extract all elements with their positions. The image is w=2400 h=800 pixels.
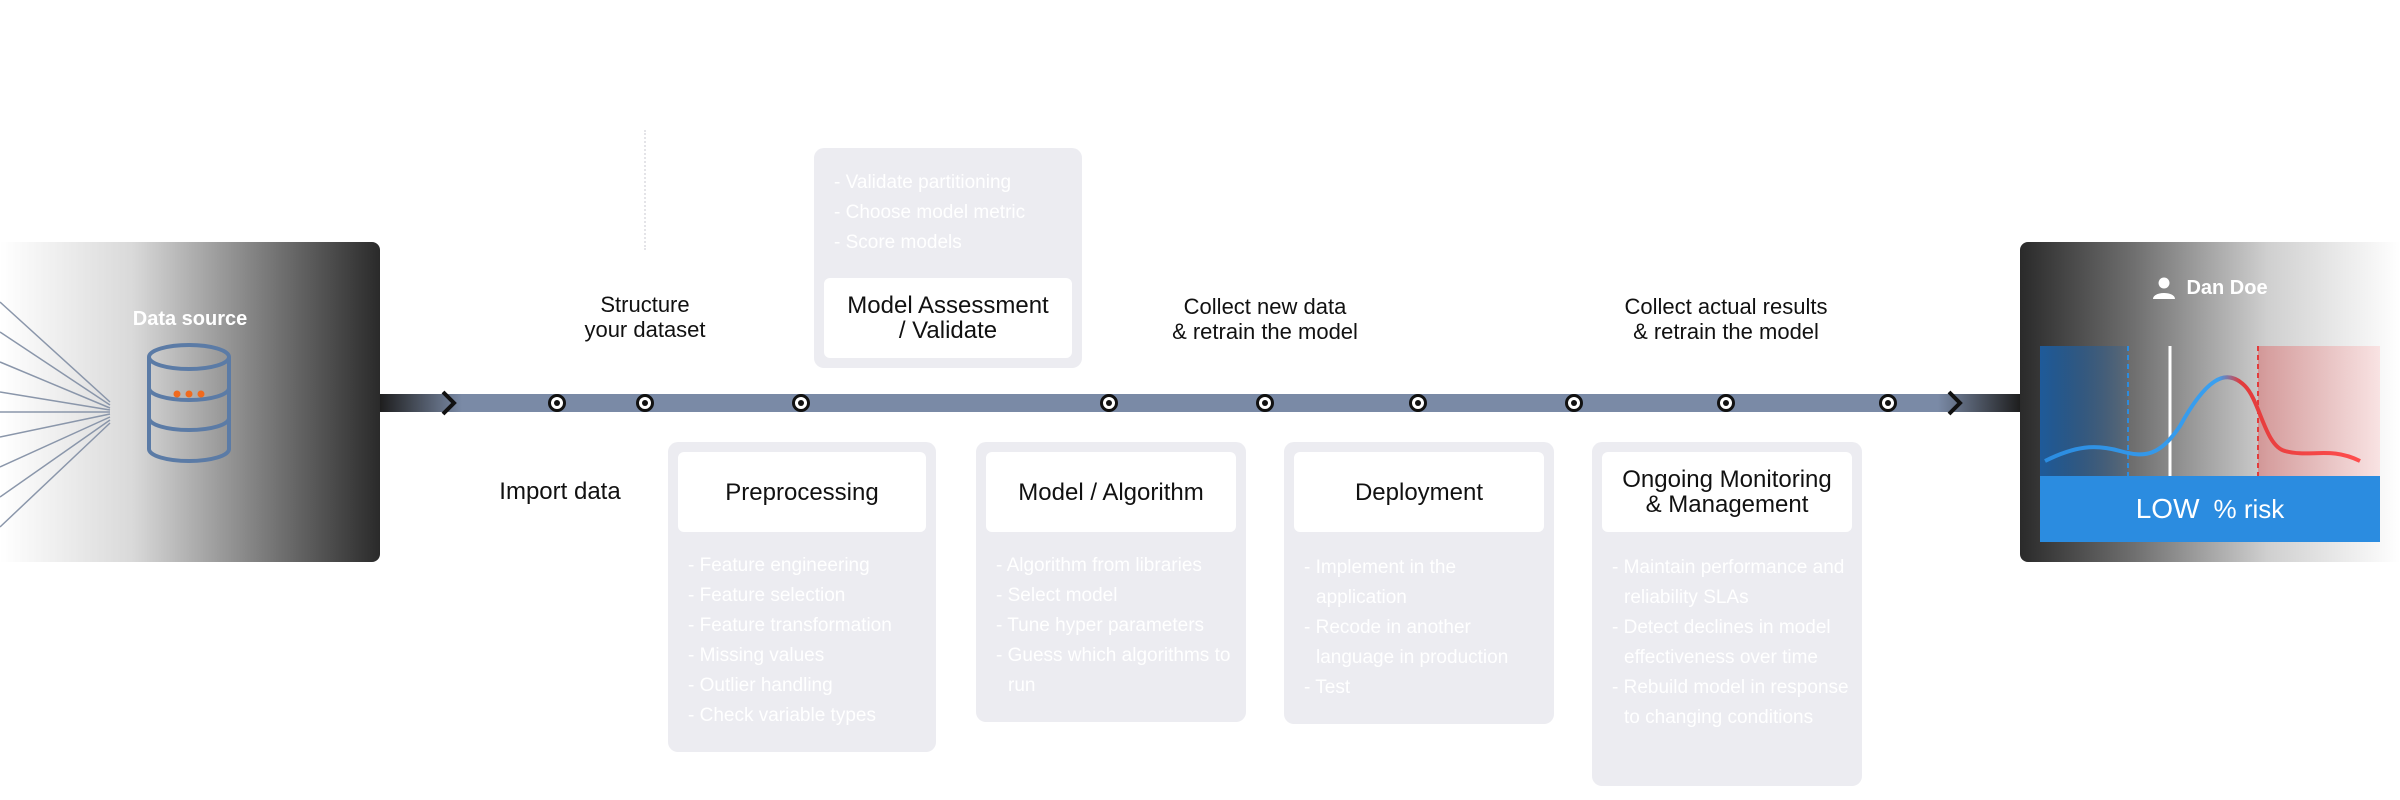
list-item: - Recode in another language in producti… <box>1304 617 1509 668</box>
data-source-panel: Data source <box>0 242 380 562</box>
list-item: - Implement in the application <box>1304 557 1457 608</box>
card-title: Deployment <box>1294 452 1544 532</box>
assessment-list: - Validate partitioning - Choose model m… <box>832 168 1025 258</box>
card-model-assessment: - Validate partitioning - Choose model m… <box>814 148 1082 368</box>
pipeline-node <box>1256 394 1274 412</box>
patient-name: Dan Doe <box>2186 276 2268 299</box>
list-item: - Missing values <box>688 645 825 666</box>
risk-curve <box>2044 375 2361 463</box>
list-item: - Test <box>1304 677 1351 698</box>
list-item: - Outlier handling <box>688 675 833 696</box>
list-item: - Feature selection <box>688 585 846 606</box>
list-item: - Choose model metric <box>834 202 1026 223</box>
pipeline-node <box>1100 394 1118 412</box>
high-risk-zone <box>2258 346 2380 476</box>
list-item: - Feature transformation <box>688 615 892 636</box>
card-title: Model / Algorithm <box>986 452 1236 532</box>
card-deployment: Deployment - Implement in the applicatio… <box>1284 442 1554 724</box>
risk-curve-chart <box>2040 346 2380 476</box>
card-title: Model Assessment / Validate <box>824 278 1072 358</box>
list-item: - Check variable types <box>688 705 876 726</box>
preprocessing-list: - Feature engineering - Feature selectio… <box>686 551 926 731</box>
pipeline-node <box>636 394 654 412</box>
data-input-lines <box>0 301 231 528</box>
pipeline-node <box>1879 394 1897 412</box>
model-list: - Algorithm from libraries - Select mode… <box>994 551 1238 701</box>
data-source-title: Data source <box>132 308 248 330</box>
step-collect-actual-results: Collect actual results & retrain the mod… <box>1624 294 1828 344</box>
step-import-data: Import data <box>499 478 621 505</box>
patient-risk-panel: Dan Doe LOW % risk <box>2020 242 2400 562</box>
list-item: - Rebuild model in response to changing … <box>1612 677 1849 728</box>
deployment-list: - Implement in the application - Recode … <box>1302 553 1534 703</box>
step-structure-dataset: Structure your dataset <box>584 292 706 342</box>
list-item: - Algorithm from libraries <box>996 555 1202 576</box>
risk-percent-label: % risk <box>2213 493 2285 524</box>
pipeline-node <box>792 394 810 412</box>
card-title: Ongoing Monitoring & Management <box>1602 452 1852 532</box>
pipeline-node <box>1565 394 1583 412</box>
user-icon <box>2153 277 2176 299</box>
list-item: - Maintain performance and reliability S… <box>1612 557 1845 608</box>
database-icon <box>147 343 231 463</box>
list-item: - Tune hyper parameters <box>996 615 1205 636</box>
list-item: - Validate partitioning <box>834 172 1012 193</box>
list-item: - Select model <box>996 585 1118 606</box>
list-item: - Feature engineering <box>688 555 870 576</box>
list-item: - Detect declines in model effectiveness… <box>1612 617 1831 668</box>
patient-header: Dan Doe <box>2020 276 2400 300</box>
pipeline-node <box>548 394 566 412</box>
pipeline-track <box>380 394 2020 412</box>
risk-level: LOW <box>2135 493 2200 524</box>
card-ongoing-monitoring: Ongoing Monitoring & Management - Mainta… <box>1592 442 1862 786</box>
card-model-algorithm: Model / Algorithm - Algorithm from libra… <box>976 442 1246 722</box>
list-item: - Guess which algorithms to run <box>996 645 1231 696</box>
pipeline-node <box>1717 394 1735 412</box>
chevron-right-icon <box>441 390 457 416</box>
step-collect-new-data: Collect new data & retrain the model <box>1172 294 1358 344</box>
card-preprocessing: Preprocessing - Feature engineering - Fe… <box>668 442 936 752</box>
monitoring-list: - Maintain performance and reliability S… <box>1610 553 1850 733</box>
risk-result-bar: LOW % risk <box>2040 476 2380 542</box>
pipeline-node <box>1409 394 1427 412</box>
dotted-connector <box>644 130 646 250</box>
list-item: - Score models <box>834 232 962 253</box>
chevron-right-icon <box>1947 390 1963 416</box>
card-title: Preprocessing <box>678 452 926 532</box>
